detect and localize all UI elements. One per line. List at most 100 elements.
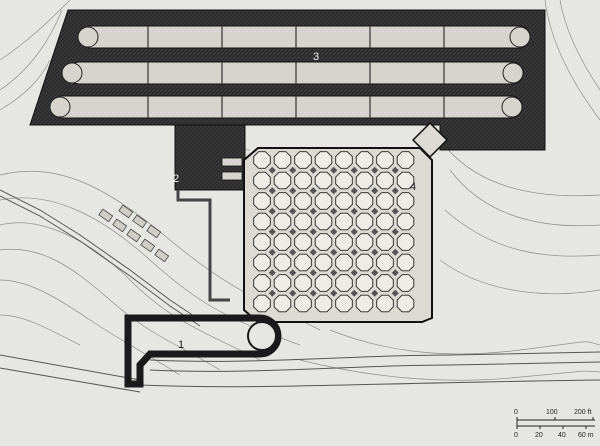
octagonal-tank xyxy=(396,212,415,231)
octagonal-tank xyxy=(355,171,374,190)
tank-junction xyxy=(309,269,317,277)
scale-m-20: 20 xyxy=(535,432,543,439)
scale-ft-200: 200 ft xyxy=(574,409,592,416)
octagonal-tank xyxy=(335,171,353,190)
tank-junction xyxy=(268,207,276,215)
tank-junction xyxy=(391,166,399,174)
octagonal-tank xyxy=(335,192,353,210)
tank-junction xyxy=(350,269,358,277)
tank-junction xyxy=(371,207,379,215)
tank-junction xyxy=(289,289,297,297)
tank-junction xyxy=(330,289,338,297)
octagonal-tank xyxy=(273,192,292,210)
octagonal-tank xyxy=(335,253,353,272)
tank-junction xyxy=(289,187,297,195)
slope-structures xyxy=(98,204,170,263)
zone-label-3: 3 xyxy=(313,51,319,63)
scale-bar: 0 100 200 ft 0 20 40 60 m xyxy=(514,409,595,439)
octagonal-tank xyxy=(314,253,333,272)
octagonal-tank xyxy=(355,233,374,251)
octagonal-tank xyxy=(335,212,353,231)
octagonal-tank xyxy=(273,151,292,169)
octagonal-tank xyxy=(396,171,415,190)
tank-junction xyxy=(289,228,297,236)
octagonal-tank xyxy=(355,192,374,210)
tank-junction xyxy=(268,248,276,256)
scale-m-0: 0 xyxy=(514,432,518,439)
tank-junction xyxy=(330,207,338,215)
tank-junction xyxy=(289,248,297,256)
octagonal-tank xyxy=(253,233,271,251)
octagonal-tank xyxy=(396,233,415,251)
area-4-tank-grid xyxy=(243,121,449,323)
tank-junction xyxy=(371,289,379,297)
tank-junction xyxy=(350,207,358,215)
octagonal-tank xyxy=(273,253,292,272)
tank-junction xyxy=(350,187,358,195)
tank-junction xyxy=(371,228,379,236)
octagonal-tank xyxy=(273,294,292,313)
tank-junction xyxy=(371,166,379,174)
tank-junction xyxy=(350,228,358,236)
area-1-loop xyxy=(124,314,282,388)
zone-label-2: 2 xyxy=(173,173,179,185)
octagonal-tank xyxy=(376,233,394,251)
tank-junction xyxy=(330,248,338,256)
tank-junction xyxy=(309,166,317,174)
octagonal-tank xyxy=(335,294,353,313)
basin-3 xyxy=(51,95,523,119)
octagonal-tank xyxy=(273,233,292,251)
tank-junction xyxy=(309,248,317,256)
octagonal-tank xyxy=(355,212,374,231)
octagonal-tank xyxy=(376,151,394,169)
tank-junction xyxy=(391,269,399,277)
octagonal-tank xyxy=(335,274,353,292)
tank-junction xyxy=(350,289,358,297)
tank-junction xyxy=(309,207,317,215)
octagonal-tank xyxy=(294,192,312,210)
octagonal-tank xyxy=(294,274,312,292)
octagonal-tank xyxy=(273,212,292,231)
octagonal-tank xyxy=(294,171,312,190)
corner-structure xyxy=(411,121,449,159)
octagonal-tank xyxy=(253,294,271,313)
octagonal-tank xyxy=(335,233,353,251)
tank-junction xyxy=(268,289,276,297)
tank-junction xyxy=(330,228,338,236)
tank-junction xyxy=(268,166,276,174)
octagonal-tank xyxy=(376,294,394,313)
octagonal-tank xyxy=(314,171,333,190)
octagonal-tank xyxy=(396,274,415,292)
tank-junction xyxy=(391,187,399,195)
scale-m-60: 60 m xyxy=(578,432,594,439)
octagonal-tank xyxy=(273,274,292,292)
tank-junction xyxy=(330,166,338,174)
area-3-basins xyxy=(29,9,546,191)
tank-junction xyxy=(309,187,317,195)
octagonal-tank xyxy=(314,233,333,251)
octagonal-tank xyxy=(355,294,374,313)
tank-junction xyxy=(371,248,379,256)
octagonal-tank xyxy=(294,253,312,272)
zone-label-1: 1 xyxy=(178,339,184,351)
octagonal-tank xyxy=(253,212,271,231)
tank-junction xyxy=(350,166,358,174)
octagonal-tank xyxy=(253,192,271,210)
tank-junction xyxy=(289,269,297,277)
octagonal-tank xyxy=(396,151,415,169)
tank-junction xyxy=(391,228,399,236)
octagonal-tank xyxy=(314,294,333,313)
octagonal-tank xyxy=(396,294,415,313)
tank-junction xyxy=(330,187,338,195)
scale-ft-100: 100 xyxy=(546,409,558,416)
octagonal-tank xyxy=(253,253,271,272)
octagonal-tank xyxy=(376,192,394,210)
octagonal-tank xyxy=(355,274,374,292)
tank-junction xyxy=(268,187,276,195)
tank-junction xyxy=(268,269,276,277)
octagonal-tank xyxy=(314,274,333,292)
octagonal-tank xyxy=(314,151,333,169)
octagonal-tank xyxy=(314,192,333,210)
scale-ft-0: 0 xyxy=(514,409,518,416)
